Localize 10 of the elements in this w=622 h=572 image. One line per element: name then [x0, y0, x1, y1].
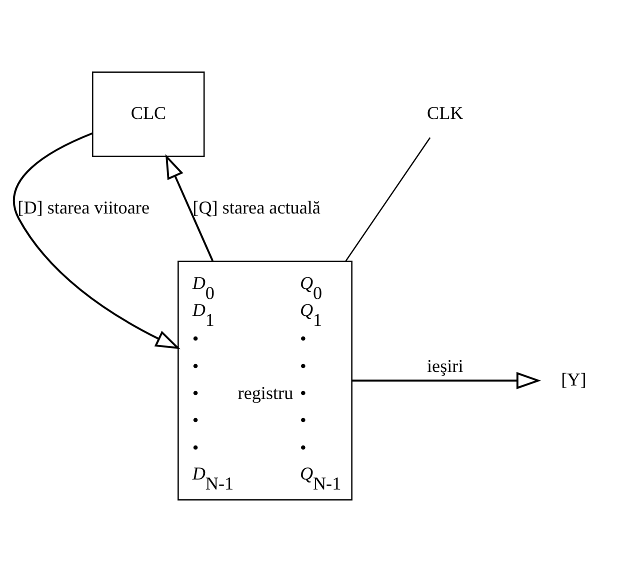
edge-label: ieşiri — [427, 356, 464, 376]
node-text: [Y] — [561, 369, 586, 390]
arrow — [352, 372, 542, 390]
arrow — [13, 132, 180, 350]
connector — [345, 137, 431, 262]
node-box: CLC — [92, 72, 205, 158]
edge-label: [D] starea viitoare — [18, 198, 150, 218]
edge-label: [Q] starea actuală — [192, 198, 320, 218]
arrow — [165, 154, 214, 262]
node-text: CLK — [426, 103, 464, 124]
